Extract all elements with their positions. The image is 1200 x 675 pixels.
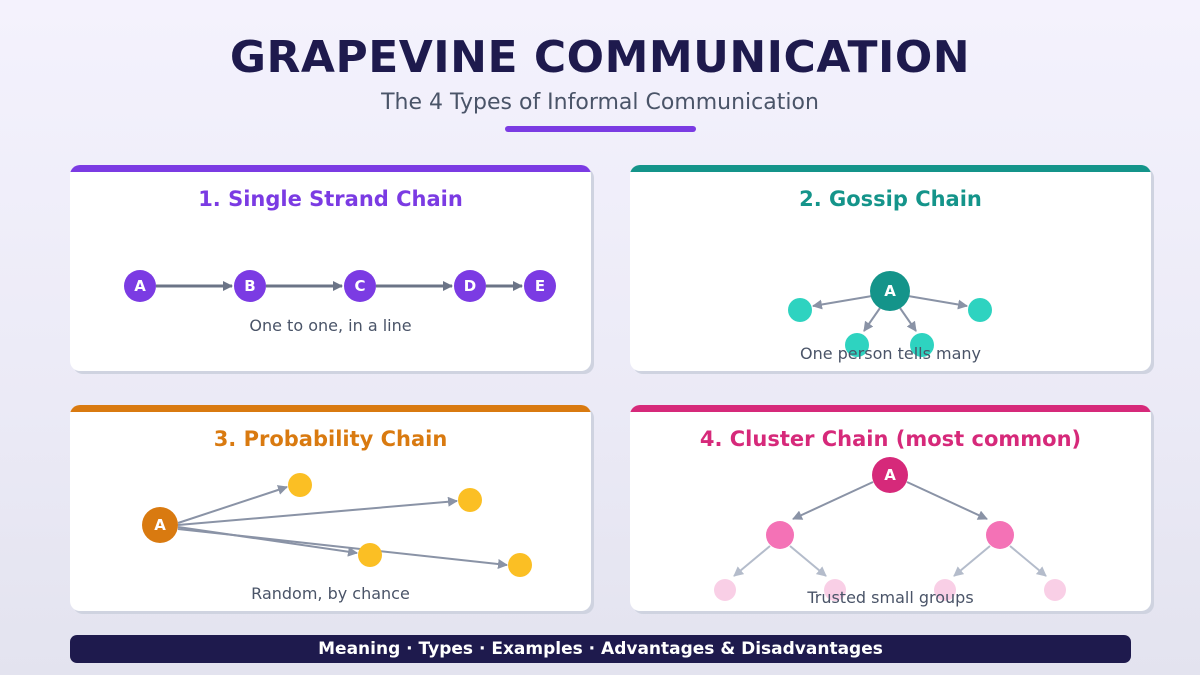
receiver-node-2 [458, 488, 482, 512]
node-c: C [344, 270, 376, 302]
card-gossip: 2. Gossip Chain A One person tells many [630, 165, 1151, 371]
receiver-node-4 [508, 553, 532, 577]
leaf-node-1 [714, 579, 736, 601]
page-title: GRAPEVINE COMMUNICATION [229, 32, 971, 83]
card-cluster: 4. Cluster Chain (most common) A Trusted… [630, 405, 1151, 611]
card-caption: One person tells many [799, 344, 982, 363]
svg-text:E: E [535, 277, 545, 295]
gossip-diagram: A [788, 271, 992, 357]
leaf-node-2 [824, 579, 846, 601]
listener-node-left [788, 298, 812, 322]
svg-text:A: A [884, 282, 896, 300]
edge-a-bottom-left [863, 307, 881, 332]
svg-text:A: A [884, 466, 896, 484]
listener-node-right [968, 298, 992, 322]
listener-node-bottom-left [845, 333, 869, 357]
node-a: A [124, 270, 156, 302]
single-strand-diagram: A B C D E [124, 270, 556, 302]
cluster-diagram: A [714, 457, 1066, 601]
node-d: D [454, 270, 486, 302]
listener-node-bottom-right [910, 333, 934, 357]
svg-text:A: A [134, 277, 146, 295]
receiver-node-3 [358, 543, 382, 567]
card-caption: Trusted small groups [807, 588, 974, 607]
card-caption: Random, by chance [251, 584, 410, 603]
node-a: A [872, 457, 908, 493]
edge-left-2 [789, 545, 827, 577]
card-accent-bar [630, 405, 1151, 412]
footer-banner: Meaning · Types · Examples · Advantages … [70, 635, 1131, 663]
card-accent-bar [70, 405, 591, 412]
cluster-node-left [766, 521, 794, 549]
card-single-strand: 1. Single Strand Chain A B C D E [70, 165, 591, 371]
edge-right-1 [953, 545, 991, 577]
svg-text:D: D [464, 277, 476, 295]
cluster-node-right [986, 521, 1014, 549]
receiver-node-1 [288, 473, 312, 497]
edge-a-right [907, 295, 968, 310]
edge-a-2 [177, 496, 458, 526]
edge-left-1 [733, 545, 771, 577]
edge-right-2 [1009, 545, 1047, 577]
edge-a-1 [177, 485, 288, 524]
svg-text:B: B [244, 277, 255, 295]
edge-a-3 [177, 526, 358, 557]
node-b: B [234, 270, 266, 302]
node-a: A [142, 507, 178, 543]
edge-root-left [792, 481, 874, 520]
node-a: A [870, 271, 910, 311]
card-accent-bar [70, 165, 591, 172]
edge-a-4 [177, 528, 508, 569]
card-accent-bar [630, 165, 1151, 172]
svg-text:C: C [354, 277, 365, 295]
card-caption: One to one, in a line [249, 316, 412, 335]
leaf-node-3 [934, 579, 956, 601]
card-title: 4. Cluster Chain (most common) [699, 427, 1082, 451]
card-title: 1. Single Strand Chain [198, 187, 463, 211]
card-title: 2. Gossip Chain [799, 187, 982, 211]
edge-a-bottom-right [899, 307, 917, 332]
edge-a-left [812, 295, 873, 310]
svg-text:A: A [154, 516, 166, 534]
edge-root-right [906, 481, 988, 520]
card-title: 3. Probability Chain [213, 427, 448, 451]
probability-diagram: A [142, 473, 532, 577]
leaf-node-4 [1044, 579, 1066, 601]
node-e: E [524, 270, 556, 302]
title-underline [505, 126, 696, 132]
card-probability: 3. Probability Chain A Random, by chance [70, 405, 591, 611]
page-subtitle: The 4 Types of Informal Communication [381, 90, 819, 115]
